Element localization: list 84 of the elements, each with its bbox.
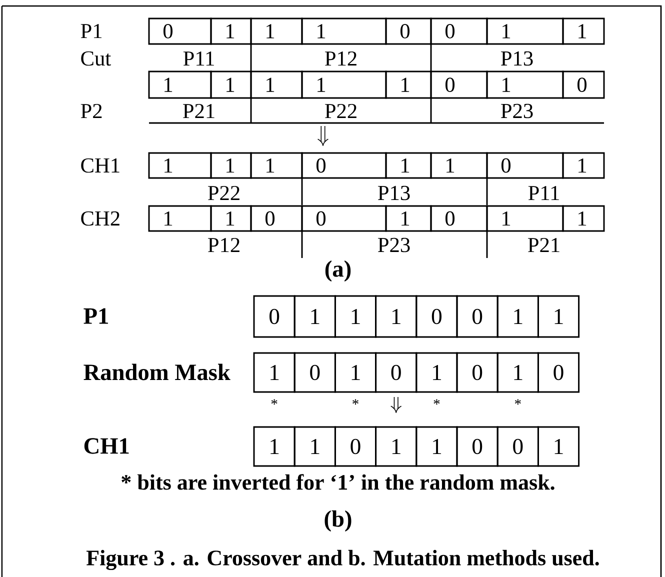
bit-cell: 1 [301,18,387,45]
bit-cell: 0 [148,18,212,45]
bit-cell: 1 [385,70,432,99]
bit-cell: 1 [334,295,377,338]
row-label: P1 [80,24,102,38]
bit-cell: 1 [385,152,432,179]
bit-cell: 1 [210,18,252,45]
bit-cell: 0 [294,352,336,393]
bit-cell: 1 [210,70,252,99]
note: * bits are inverted for ‘1’ in the random mask. [122,474,554,490]
segment-label: P13 [501,51,533,66]
bit-cell: 1 [250,18,303,45]
segment-label: P21 [528,238,560,252]
bit-cell: 1 [250,152,303,179]
row-label: P2 [80,104,102,118]
bit-cell: 1 [250,70,303,99]
bit-cell: 1 [294,426,336,467]
bit-cell: 1 [537,295,580,338]
bit-cell: 0 [562,70,605,99]
bit-cell: 0 [456,295,498,338]
bit-cell: 0 [537,352,580,393]
bit-cell: 1 [496,352,539,393]
row-label: CH2 [81,211,120,226]
bit-cell: 0 [430,205,488,232]
bit-cell: 0 [486,152,564,179]
row-label: Random Mask [84,364,230,380]
bit-cell: 1 [537,426,580,467]
bit-cell: 1 [294,295,336,338]
bit-cell: 1 [416,426,458,467]
segment-label: P12 [208,238,240,252]
bit-cell: 1 [375,426,418,467]
bit-cell: 1 [430,152,488,179]
bit-cell: 0 [430,18,488,45]
bit-cell: 0 [375,352,418,393]
bit-cell: 1 [210,152,252,179]
segment-label: P22 [208,186,240,200]
bit-cell: 1 [496,295,539,338]
bit-cell: 1 [562,152,605,179]
bit-cell: 1 [334,352,377,393]
bit-cell: 0 [496,426,539,467]
bit-cell: 0 [430,70,488,99]
bit-cell: 0 [416,295,458,338]
bit-cell: 1 [148,205,212,232]
bit-cell: 1 [562,18,605,45]
bit-cell: 0 [456,352,498,393]
bit-cell: 1 [416,352,458,393]
bit-cell: 0 [301,205,387,232]
asterisk: * [514,399,521,405]
bit-cell: 1 [486,70,564,99]
bit-cell: 0 [385,18,432,45]
segment-label: P11 [183,51,214,66]
part-label: (a) [325,260,351,282]
bit-cell: 1 [385,205,432,232]
row-label: CH1 [81,158,120,173]
bit-cell: 0 [253,295,296,338]
segment-label: P13 [378,186,410,200]
bit-cell: 1 [253,352,296,393]
segment-label: P12 [325,51,356,66]
row-label: Cut [81,51,111,66]
bit-cell: 0 [301,152,387,179]
bit-cell: 1 [148,152,212,179]
segment-label: P22 [325,104,356,118]
bit-cell: 1 [148,70,212,99]
bit-cell: 1 [486,18,564,45]
bit-cell: 1 [486,205,564,232]
asterisk: * [271,399,278,405]
asterisk: * [434,399,440,405]
bit-cell: 1 [253,426,296,467]
bit-cell: 0 [456,426,498,467]
asterisk: * [352,399,358,405]
segment-label: P23 [378,238,410,252]
segment-label: P11 [528,186,559,200]
bit-cell: 1 [301,70,387,99]
bit-cell: 0 [250,205,303,232]
row-label: CH1 [84,438,129,454]
bit-cell: 1 [375,295,418,338]
row-label: P1 [84,308,108,324]
bit-cell: 1 [562,205,605,232]
bit-cell: 1 [210,205,252,232]
bit-cell: 0 [334,426,377,467]
segment-label: P23 [501,104,533,118]
caption: Figure 3 . a. Crossover and b. Mutation methods used. [86,550,599,570]
segment-label: P21 [183,104,214,118]
part-label: (b) [324,510,352,532]
